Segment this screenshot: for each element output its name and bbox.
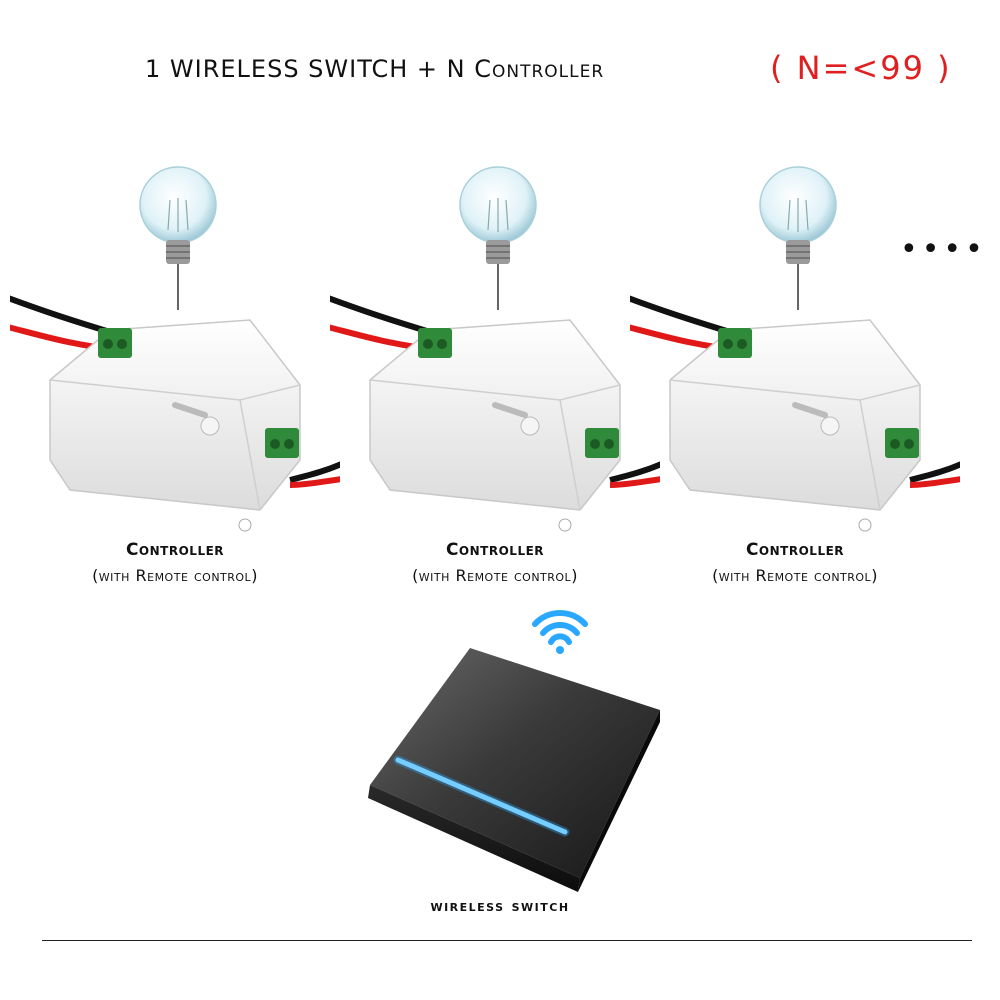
controller-illustration [330,166,660,532]
controller-illustration [630,166,960,532]
light-bulb-icon [139,166,217,310]
controller-label: Controller [445,540,545,560]
wireless-switch [340,600,680,920]
controller-label: Controller [745,540,845,560]
title-n-range: ( N=<99 ) [770,49,952,87]
controller-unit: Controller (with Remote control) [330,160,660,600]
controller-subtitle: (with Remote control) [92,566,258,585]
controller-illustration [10,166,340,532]
light-bulb-icon [759,166,837,310]
controller-unit: Controller (with Remote control) [10,160,340,600]
wifi-icon [532,610,588,654]
page-title: 1 WIRELESS SWITCH + N Controller ( N=<99… [0,49,1000,95]
title-main: 1 WIRELESS SWITCH + N Controller [145,55,605,83]
controller-box [669,319,921,532]
wireless-switch-label: wireless switch [430,896,570,915]
controller-box [49,319,301,532]
controller-box [369,319,621,532]
light-bulb-icon [459,166,537,310]
controller-unit: Controller (with Remote control) [630,160,960,600]
controller-label: Controller [125,540,225,560]
controller-subtitle: (with Remote control) [712,566,878,585]
more-indicator: •••• [900,232,987,267]
wireless-switch-illustration [368,610,660,892]
controller-subtitle: (with Remote control) [412,566,578,585]
divider [42,940,972,941]
